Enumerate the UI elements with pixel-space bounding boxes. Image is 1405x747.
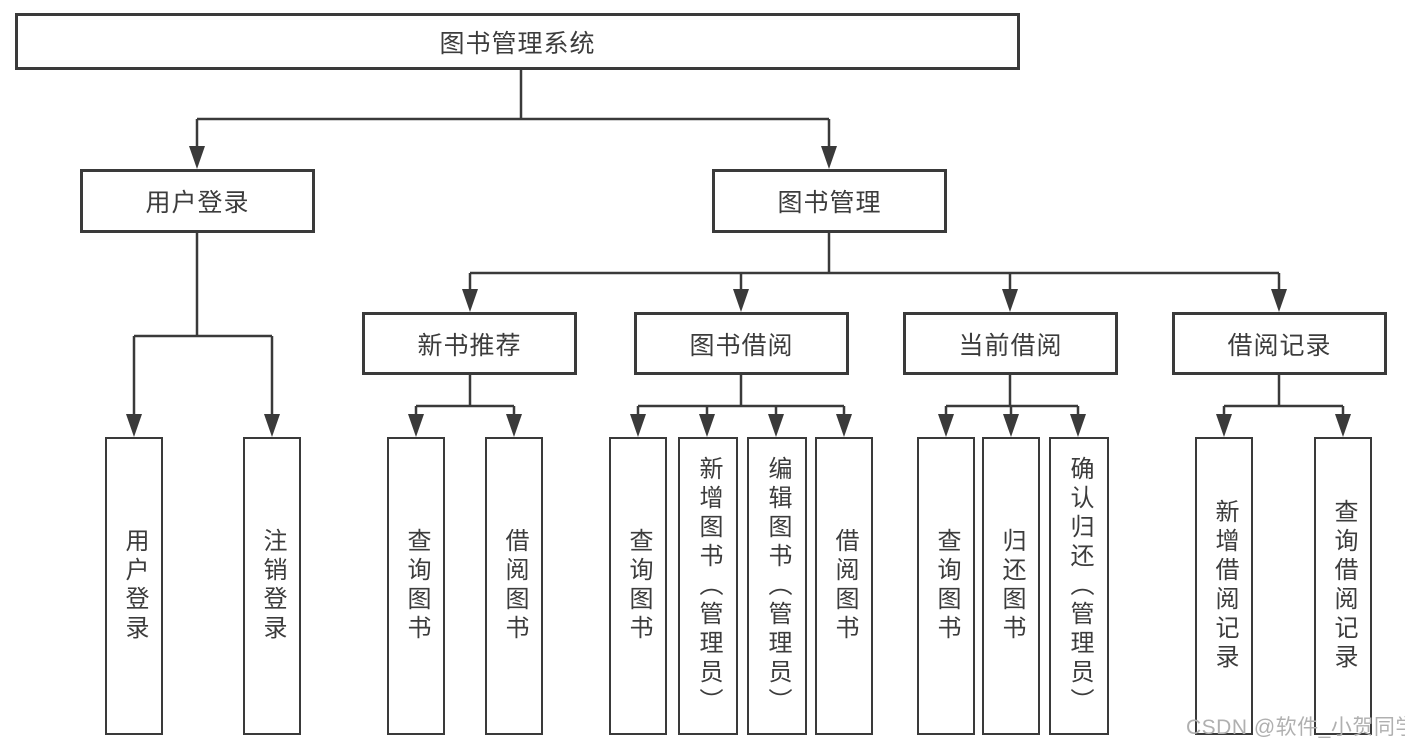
arrowhead <box>699 414 715 437</box>
node-borrow-records: 借阅记录 <box>1172 312 1387 375</box>
leaf-borrow-books-recommend: 借阅图书 <box>485 437 543 735</box>
arrowhead <box>768 414 784 437</box>
arrowhead <box>264 414 280 437</box>
leaf-logout: 注销登录 <box>243 437 301 735</box>
node-root: 图书管理系统 <box>15 13 1020 70</box>
arrowhead <box>1002 289 1018 312</box>
arrowhead <box>938 414 954 437</box>
arrowhead <box>630 414 646 437</box>
node-book-borrow: 图书借阅 <box>634 312 849 375</box>
leaf-confirm-return-admin: 确认归还（管理员） <box>1049 437 1109 735</box>
watermark: CSDN @软件_小贺同学 <box>1186 716 1405 739</box>
arrowhead <box>189 146 205 169</box>
arrowhead <box>733 289 749 312</box>
leaf-query-borrow-record: 查询借阅记录 <box>1314 437 1372 735</box>
arrowhead <box>462 289 478 312</box>
leaf-add-books-admin: 新增图书（管理员） <box>678 437 738 735</box>
arrowhead <box>1271 289 1287 312</box>
arrowhead <box>408 414 424 437</box>
leaf-query-books-current: 查询图书 <box>917 437 975 735</box>
leaf-return-books: 归还图书 <box>982 437 1040 735</box>
leaf-query-books-borrow: 查询图书 <box>609 437 667 735</box>
leaf-add-borrow-record: 新增借阅记录 <box>1195 437 1253 735</box>
leaf-user-login: 用户登录 <box>105 437 163 735</box>
node-book-management: 图书管理 <box>712 169 947 233</box>
arrowhead <box>836 414 852 437</box>
arrowhead <box>1335 414 1351 437</box>
arrowhead <box>506 414 522 437</box>
arrowhead <box>1070 414 1086 437</box>
leaf-edit-books-admin: 编辑图书（管理员） <box>747 437 807 735</box>
node-current-borrow: 当前借阅 <box>903 312 1118 375</box>
tree-connector-path <box>132 70 1345 417</box>
node-user-login: 用户登录 <box>80 169 315 233</box>
node-new-book-recommend: 新书推荐 <box>362 312 577 375</box>
leaf-borrow-books: 借阅图书 <box>815 437 873 735</box>
leaf-query-books-recommend: 查询图书 <box>387 437 445 735</box>
arrowheads <box>126 146 1351 437</box>
arrowhead <box>1216 414 1232 437</box>
arrowhead <box>1003 414 1019 437</box>
arrowhead <box>821 146 837 169</box>
arrowhead <box>126 414 142 437</box>
